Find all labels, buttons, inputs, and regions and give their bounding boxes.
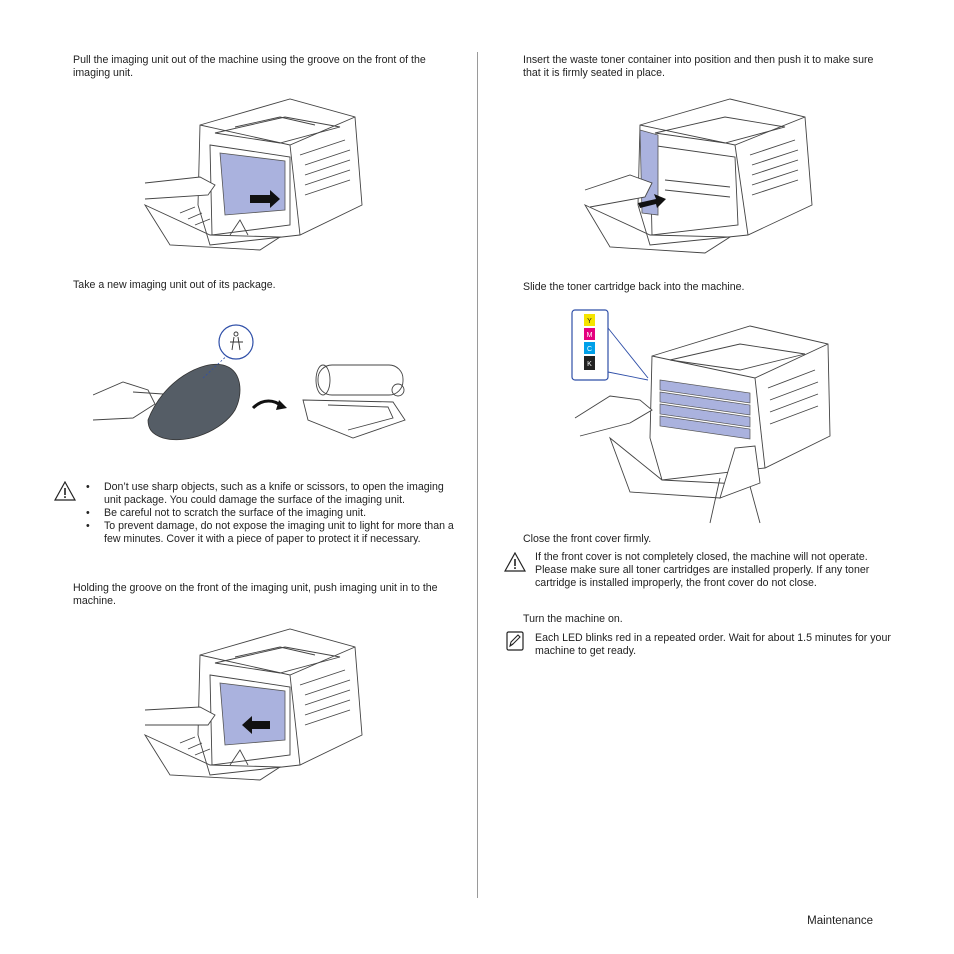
column-divider xyxy=(477,52,478,898)
step-pull-imaging-unit: Pull the imaging unit out of the machine… xyxy=(73,54,426,79)
caution-item: Be careful not to scratch the surface of… xyxy=(86,507,456,520)
toner-label-c: C xyxy=(587,346,592,353)
step-insert-waste-container: Insert the waste toner container into po… xyxy=(523,54,874,79)
note-pencil-icon xyxy=(506,631,524,651)
step-slide-toner: Slide the toner cartridge back into the … xyxy=(523,281,745,293)
figure-insert-waste-container xyxy=(583,98,813,254)
step-take-new-unit: Take a new imaging unit out of its packa… xyxy=(73,279,276,291)
toner-label-y: Y xyxy=(587,318,592,325)
step-push-imaging-unit: Holding the groove on the front of the i… xyxy=(73,582,438,607)
footer-section-name: Maintenance xyxy=(807,915,873,927)
caution-front-cover: If the front cover is not completely clo… xyxy=(535,551,870,589)
caution-list: Don’t use sharp objects, such as a knife… xyxy=(86,481,456,546)
note-led-blinks: Each LED blinks red in a repeated order.… xyxy=(535,632,891,657)
figure-pull-imaging-unit xyxy=(143,98,363,251)
step-close-cover: Close the front cover firmly. xyxy=(523,533,652,545)
caution-item: Don’t use sharp objects, such as a knife… xyxy=(86,481,456,507)
toner-label-k: K xyxy=(587,361,592,368)
figure-push-imaging-unit xyxy=(143,628,363,781)
step-turn-on: Turn the machine on. xyxy=(523,613,623,625)
caution-item: To prevent damage, do not expose the ima… xyxy=(86,520,456,546)
caution-icon xyxy=(54,481,76,501)
caution-icon xyxy=(504,552,526,572)
figure-slide-toner-cartridge: Y M C K xyxy=(571,309,831,524)
toner-label-m: M xyxy=(587,332,593,339)
figure-unpack-imaging-unit xyxy=(93,324,406,441)
